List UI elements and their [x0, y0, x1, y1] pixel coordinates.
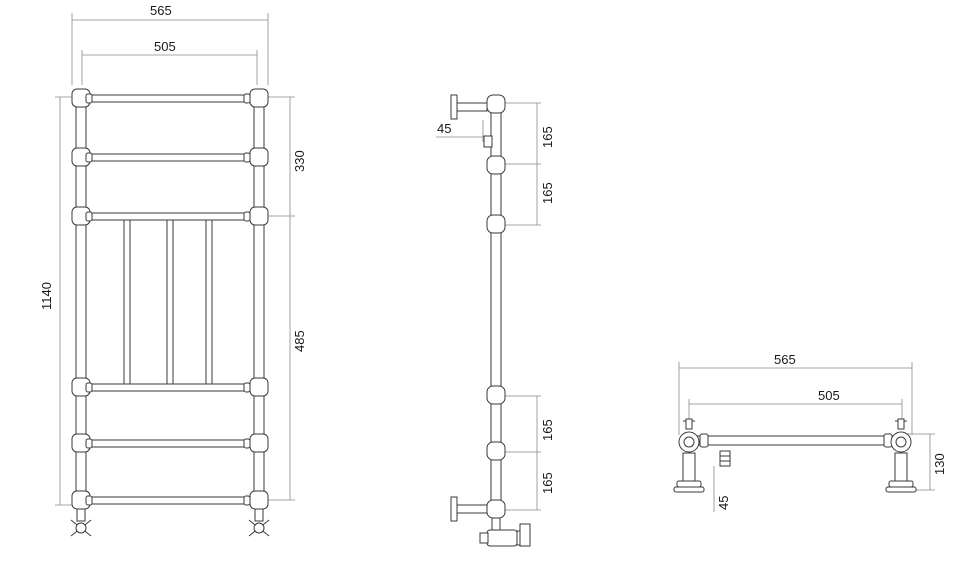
side-valve — [479, 517, 531, 547]
front-panel-height-label: 485 — [292, 330, 307, 352]
plan-height-label: 130 — [932, 453, 947, 475]
side-spacing-4-label: 165 — [540, 472, 555, 494]
plan-view: 565 505 130 45 — [673, 352, 947, 512]
side-spacing-dimension: 165 165 165 165 — [505, 102, 555, 511]
front-right-valve — [248, 519, 270, 537]
side-spacing-3-label: 165 — [540, 419, 555, 441]
front-view: 565 505 1140 330 485 — [39, 3, 307, 537]
front-width-overall-label: 565 — [150, 3, 172, 18]
plan-offset-dimension: 45 — [713, 466, 731, 512]
front-rails — [85, 93, 251, 506]
plan-wall-bracket — [719, 450, 731, 467]
plan-width-overall-dimension: 565 — [678, 352, 913, 435]
front-width-centres-dimension: 505 — [81, 39, 258, 85]
front-right-upright — [249, 88, 269, 522]
side-spacing-1-label: 165 — [540, 126, 555, 148]
plan-left-post — [673, 418, 705, 493]
plan-width-centres-label: 505 — [818, 388, 840, 403]
front-upper-spacing-label: 330 — [292, 150, 307, 172]
side-view: 45 165 165 165 165 — [436, 94, 555, 547]
front-height-overall-label: 1140 — [39, 282, 54, 310]
side-spacing-2-label: 165 — [540, 182, 555, 204]
side-wall-offset-label: 45 — [437, 121, 451, 136]
front-width-centres-label: 505 — [154, 39, 176, 54]
front-width-overall-dimension: 565 — [71, 3, 269, 85]
plan-width-centres-dimension: 505 — [688, 388, 903, 420]
side-top-wall-bracket — [450, 94, 493, 148]
plan-right-post — [885, 418, 917, 493]
plan-rail — [693, 433, 901, 448]
front-panel-bars — [123, 219, 213, 385]
plan-offset-label: 45 — [716, 496, 731, 510]
plan-width-overall-label: 565 — [774, 352, 796, 367]
side-upright — [486, 94, 506, 519]
side-bottom-wall-bracket — [450, 496, 488, 522]
front-height-overall-dimension: 1140 — [39, 96, 75, 506]
front-left-valve — [70, 519, 92, 537]
front-spacing-dimension: 330 485 — [268, 96, 307, 501]
